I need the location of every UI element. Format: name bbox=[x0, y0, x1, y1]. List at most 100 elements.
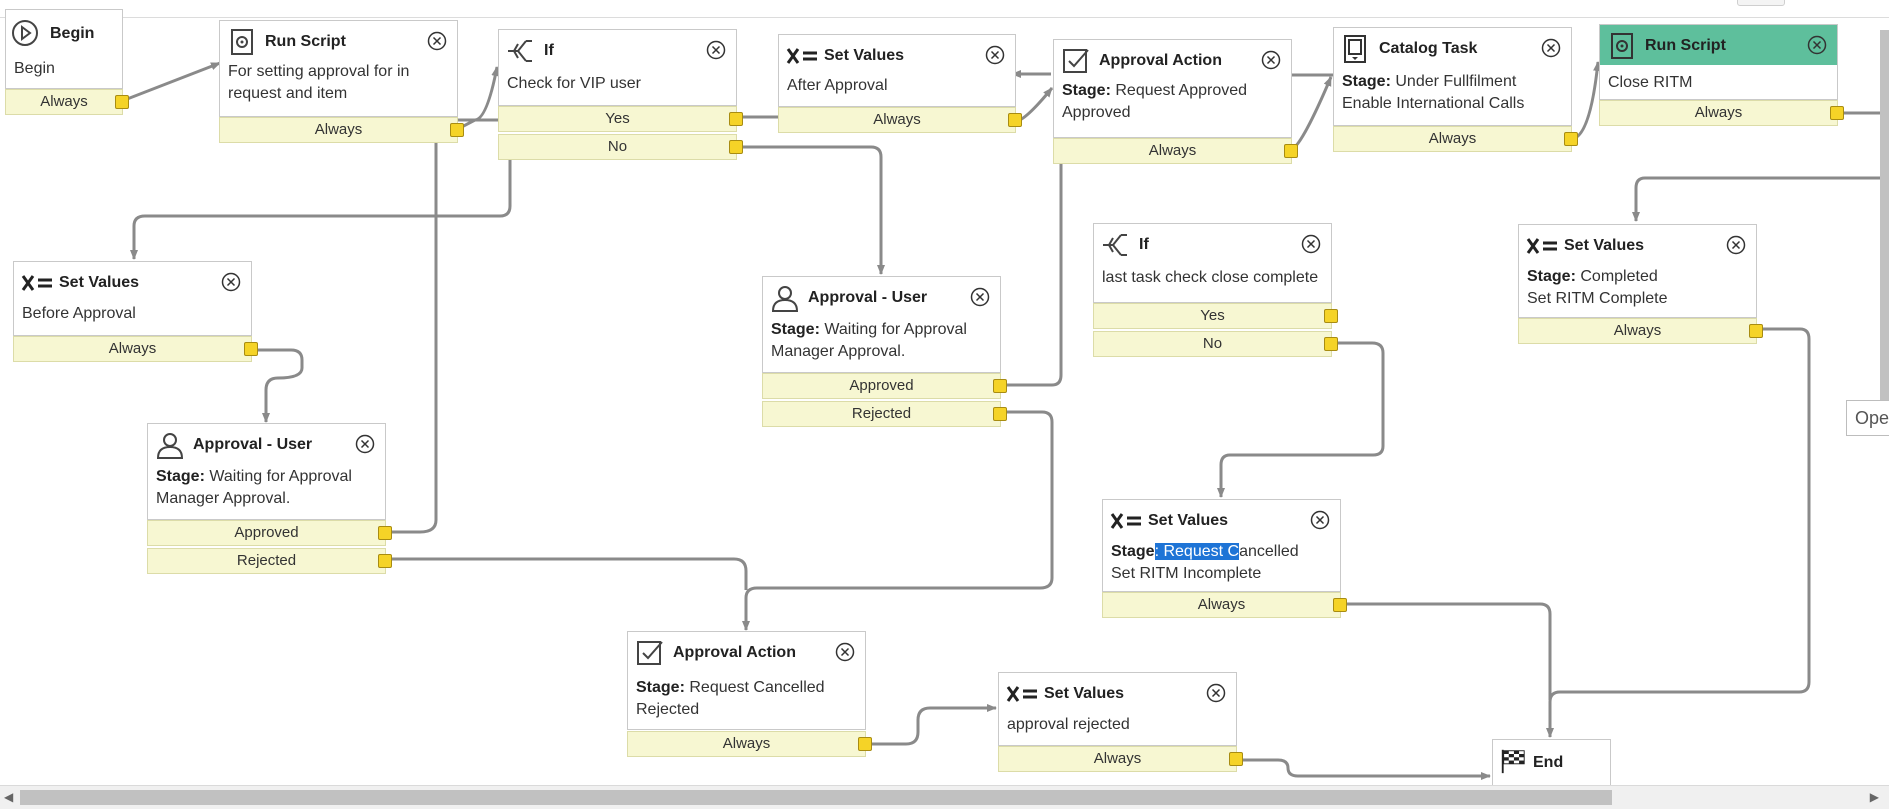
connector-port[interactable] bbox=[115, 95, 129, 109]
condition-rejected[interactable]: Rejected bbox=[762, 401, 1007, 427]
stage-label: Stage: bbox=[1062, 82, 1111, 99]
task-icon bbox=[1344, 35, 1366, 63]
activity-if[interactable]: If last task check close complete Yes No bbox=[1093, 223, 1338, 357]
condition-yes[interactable]: Yes bbox=[498, 106, 743, 132]
stage-label: Stage: bbox=[771, 321, 820, 338]
activity-title: Set Values bbox=[1148, 512, 1229, 529]
activity-description: Rejected bbox=[636, 701, 700, 718]
activity-set-values[interactable]: Set Values Stage: Request Cancelled Set … bbox=[1102, 499, 1347, 618]
connector-port[interactable] bbox=[858, 737, 872, 751]
scroll-right-arrow-icon[interactable]: ▶ bbox=[1869, 790, 1879, 804]
condition-always[interactable]: Always bbox=[1599, 100, 1844, 126]
connector-port[interactable] bbox=[1564, 132, 1578, 146]
connector-port[interactable] bbox=[1324, 337, 1338, 351]
activity-approval-user[interactable]: Approval - User Stage: Waiting for Appro… bbox=[762, 276, 1007, 427]
connector-port[interactable] bbox=[244, 342, 258, 356]
close-icon[interactable] bbox=[1807, 35, 1827, 55]
connector-port[interactable] bbox=[378, 526, 392, 540]
condition-always[interactable]: Always bbox=[627, 731, 872, 757]
condition-always[interactable]: Always bbox=[1333, 126, 1578, 152]
activity-description: last task check close complete bbox=[1102, 269, 1319, 286]
activity-approval-user[interactable]: Approval - User Stage: Waiting for Appro… bbox=[147, 423, 392, 574]
condition-always[interactable]: Always bbox=[998, 746, 1243, 772]
close-icon[interactable] bbox=[970, 287, 990, 307]
checkered-flag-icon bbox=[1501, 749, 1525, 774]
activity-end[interactable]: End bbox=[1492, 739, 1611, 789]
condition-label: Always bbox=[873, 111, 921, 128]
condition-always[interactable]: Always bbox=[5, 89, 129, 115]
side-panel-button[interactable]: Ope bbox=[1846, 400, 1889, 436]
close-icon[interactable] bbox=[985, 45, 1005, 65]
close-icon[interactable] bbox=[1301, 234, 1321, 254]
close-icon[interactable] bbox=[427, 31, 447, 51]
condition-no[interactable]: No bbox=[498, 134, 743, 160]
connector-port[interactable] bbox=[993, 379, 1007, 393]
checkbox-icon bbox=[637, 641, 663, 665]
activity-set-values[interactable]: Set Values Before Approval Always bbox=[13, 261, 258, 362]
close-icon[interactable] bbox=[1261, 50, 1281, 70]
activity-catalog-task[interactable]: Catalog Task Stage: Under Fullfilment En… bbox=[1333, 27, 1578, 152]
condition-approved[interactable]: Approved bbox=[147, 520, 392, 546]
condition-always[interactable]: Always bbox=[1053, 138, 1298, 164]
connector-port[interactable] bbox=[1333, 598, 1347, 612]
close-icon[interactable] bbox=[1310, 510, 1330, 530]
condition-always[interactable]: Always bbox=[778, 107, 1022, 133]
connector-port[interactable] bbox=[1749, 324, 1763, 338]
condition-no[interactable]: No bbox=[1093, 331, 1338, 357]
connector-port[interactable] bbox=[450, 123, 464, 137]
close-icon[interactable] bbox=[706, 40, 726, 60]
condition-always[interactable]: Always bbox=[1518, 318, 1763, 344]
condition-always[interactable]: Always bbox=[1102, 592, 1347, 618]
connector-port[interactable] bbox=[1284, 144, 1298, 158]
condition-label: Always bbox=[1428, 130, 1477, 147]
stage-value: Under Fullfilment bbox=[1395, 73, 1517, 90]
script-icon bbox=[231, 29, 253, 55]
connector-port[interactable] bbox=[1324, 309, 1338, 323]
checkbox-icon bbox=[1063, 49, 1089, 73]
set-values-icon bbox=[1526, 238, 1557, 254]
horizontal-scrollbar[interactable]: ◀ ▶ bbox=[0, 785, 1889, 809]
transition-line bbox=[1570, 61, 1602, 141]
transition-line bbox=[1217, 341, 1385, 498]
connector-port[interactable] bbox=[729, 112, 743, 126]
activity-title: Catalog Task bbox=[1379, 40, 1478, 57]
connector-port[interactable] bbox=[1830, 106, 1844, 120]
activity-approval-action[interactable]: Approval Action Stage: Request Approved … bbox=[1053, 39, 1298, 164]
condition-always[interactable]: Always bbox=[13, 336, 258, 362]
stage-label: Stage: bbox=[1527, 268, 1576, 285]
connector-port[interactable] bbox=[1008, 113, 1022, 127]
close-icon[interactable] bbox=[355, 434, 375, 454]
connector-port[interactable] bbox=[729, 140, 743, 154]
connector-port[interactable] bbox=[378, 554, 392, 568]
horizontal-scrollbar-thumb[interactable] bbox=[20, 790, 1612, 805]
condition-label: Always bbox=[314, 121, 363, 138]
close-icon[interactable] bbox=[1206, 683, 1226, 703]
close-icon[interactable] bbox=[835, 642, 855, 662]
close-icon[interactable] bbox=[221, 272, 241, 292]
close-icon[interactable] bbox=[1726, 235, 1746, 255]
condition-label: Always bbox=[1694, 104, 1743, 121]
condition-yes[interactable]: Yes bbox=[1093, 303, 1338, 329]
toolbar-button[interactable] bbox=[1737, 0, 1785, 6]
vertical-scrollbar-thumb[interactable] bbox=[1880, 30, 1889, 400]
transition-line bbox=[866, 704, 997, 746]
transition-line bbox=[121, 61, 221, 103]
activity-set-values[interactable]: Set Values Stage: Completed Set RITM Com… bbox=[1518, 224, 1763, 344]
condition-always[interactable]: Always bbox=[219, 117, 464, 143]
connector-port[interactable] bbox=[993, 407, 1007, 421]
connector-port[interactable] bbox=[1229, 752, 1243, 766]
activity-begin[interactable]: Begin Begin Always bbox=[5, 9, 129, 115]
activity-set-values[interactable]: Set Values approval rejected Always bbox=[998, 672, 1243, 772]
activity-title: Set Values bbox=[824, 47, 905, 64]
scroll-left-arrow-icon[interactable]: ◀ bbox=[4, 790, 14, 804]
activity-approval-action[interactable]: Approval Action Stage: Request Cancelled… bbox=[627, 631, 872, 757]
close-icon[interactable] bbox=[1541, 38, 1561, 58]
condition-approved[interactable]: Approved bbox=[762, 373, 1007, 399]
activity-set-values[interactable]: Set Values After Approval Always bbox=[778, 34, 1022, 133]
activity-if[interactable]: If Check for VIP user Yes No bbox=[498, 29, 743, 160]
transition-line bbox=[742, 410, 1054, 631]
activity-run-script[interactable]: Run Script For setting approval for in r… bbox=[219, 20, 464, 143]
activity-run-script-selected[interactable]: Run Script Close RITM Always bbox=[1599, 24, 1844, 126]
condition-rejected[interactable]: Rejected bbox=[147, 548, 392, 574]
